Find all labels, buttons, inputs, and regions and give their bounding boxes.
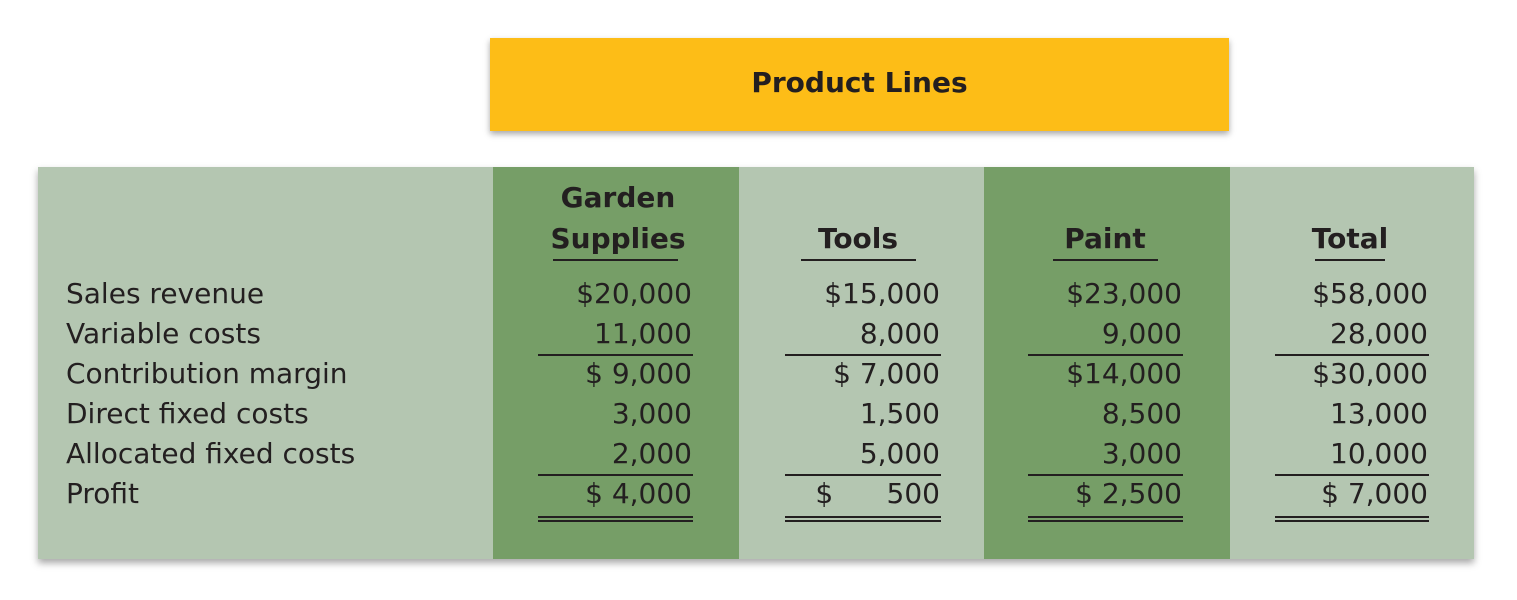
cell-value: 8,000 xyxy=(859,317,940,350)
product-lines-banner: Product Lines xyxy=(490,38,1229,131)
cell-value: $58,000 xyxy=(1312,277,1428,310)
cell-value: 3,000 xyxy=(1101,437,1182,470)
cell-value: $ 4,000 xyxy=(585,477,692,510)
header-line: Paint xyxy=(1064,222,1146,255)
header-underline xyxy=(801,259,916,261)
subtotal-rule xyxy=(785,474,941,476)
row-label-profit: Profit xyxy=(66,477,140,510)
header-underline xyxy=(553,259,678,261)
cell-value: $ 7,000 xyxy=(833,357,940,390)
column-band-garden-supplies xyxy=(493,167,739,559)
cell-value: $14,000 xyxy=(1066,357,1182,390)
subtotal-rule xyxy=(1028,354,1183,356)
cell-value: $ 9,000 xyxy=(585,357,692,390)
header-line: Tools xyxy=(817,222,899,255)
header-line: Total xyxy=(1311,222,1389,255)
column-header-paint: Paint xyxy=(1005,218,1205,259)
total-double-rule xyxy=(1028,516,1183,522)
column-band-paint xyxy=(984,167,1230,559)
total-double-rule xyxy=(538,516,693,522)
column-header-garden-supplies: Garden Supplies xyxy=(518,177,718,259)
cell-value: $23,000 xyxy=(1066,277,1182,310)
cell-value: $30,000 xyxy=(1312,357,1428,390)
cell-value: 5,000 xyxy=(859,437,940,470)
cell-value: 3,000 xyxy=(611,397,692,430)
cell-value: $ 7,000 xyxy=(1321,477,1428,510)
cell-value: $20,000 xyxy=(576,277,692,310)
cell-value: 8,500 xyxy=(1101,397,1182,430)
header-line: Supplies xyxy=(550,222,686,255)
product-line-income-table: Garden Supplies Tools Paint Total Sales … xyxy=(38,167,1474,559)
cell-value: 13,000 xyxy=(1330,397,1428,430)
subtotal-rule xyxy=(1275,354,1429,356)
column-header-total: Total xyxy=(1250,218,1450,259)
row-label-direct-fixed-costs: Direct fixed costs xyxy=(66,397,309,430)
row-label-contribution-margin: Contribution margin xyxy=(66,357,348,390)
row-label-variable-costs: Variable costs xyxy=(66,317,261,350)
header-underline xyxy=(1053,259,1158,261)
cell-value: 11,000 xyxy=(594,317,692,350)
total-double-rule xyxy=(785,516,941,522)
subtotal-rule xyxy=(538,354,693,356)
banner-title: Product Lines xyxy=(751,66,968,99)
cell-value: 9,000 xyxy=(1101,317,1182,350)
row-label-sales-revenue: Sales revenue xyxy=(66,277,265,310)
cell-value: 28,000 xyxy=(1330,317,1428,350)
column-header-tools: Tools xyxy=(758,218,958,259)
total-double-rule xyxy=(1275,516,1429,522)
row-label-allocated-fixed-costs: Allocated fixed costs xyxy=(66,437,356,470)
subtotal-rule xyxy=(538,474,693,476)
header-line: Garden xyxy=(560,181,676,214)
cell-value: $ 2,500 xyxy=(1075,477,1182,510)
cell-value: $ 500 xyxy=(815,477,940,510)
cell-value: 10,000 xyxy=(1330,437,1428,470)
cell-value: 2,000 xyxy=(611,437,692,470)
cell-value: 1,500 xyxy=(859,397,940,430)
subtotal-rule xyxy=(785,354,941,356)
subtotal-rule xyxy=(1275,474,1429,476)
cell-value: $15,000 xyxy=(824,277,940,310)
subtotal-rule xyxy=(1028,474,1183,476)
header-underline xyxy=(1315,259,1385,261)
